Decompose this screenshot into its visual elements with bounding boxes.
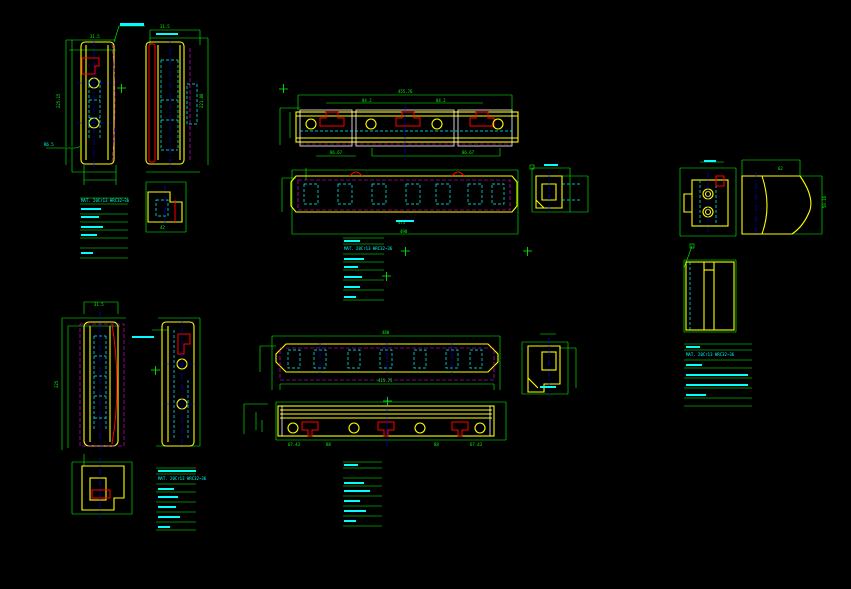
dim-rail-b-offl: 67.43 <box>288 442 301 447</box>
dim-rail-b-pitch1: 88 <box>326 442 331 447</box>
view-tall-bottom-left: 225 31.5 <box>54 301 126 452</box>
dim-rail-b-overall: 480 <box>382 330 390 335</box>
dim-rail-a-overall: 455.76 <box>398 89 413 94</box>
view-rail-b-front: 67.43 67.43 88 88 <box>243 396 507 448</box>
view-block-right-tall <box>683 243 737 333</box>
dim-rail-b-pitch2: 88 <box>434 442 439 447</box>
view-small-section-bottom <box>71 454 133 518</box>
view-block-right-side: 62 50.16 <box>741 159 827 238</box>
view-tall-top-left-side: 221.88 31.5 <box>145 24 209 173</box>
dim-small-section: 42 <box>160 225 165 230</box>
notes-block-5: MAT. 20Cr13 HRC32~36 <box>684 343 752 407</box>
notes-block-2: MAT. 20Cr13 HRC32~36 <box>343 237 393 301</box>
dim-rail-a-pitch1: 84.2 <box>362 98 372 103</box>
view-rail-b-plan: 415.75 480 <box>259 330 501 390</box>
dim-rail-a-plan-overall: 490 <box>400 229 408 234</box>
dim-block-right-width: 62 <box>778 166 783 171</box>
dim-rail-a-plan-inner: 475 <box>398 220 406 225</box>
dim-rail-a-offl: 86.67 <box>330 150 343 155</box>
view-rail-a-front: 455.76 84.2 84.2 86.67 86.67 <box>279 84 519 160</box>
view-rail-a-plan: 475 490 <box>281 168 532 281</box>
note-material-5: MAT. 20Cr13 HRC32~36 <box>686 352 735 357</box>
note-leader: R6.5 <box>44 142 54 147</box>
view-rail-b-end <box>521 333 577 396</box>
dim-tall-bottom-width: 31.5 <box>94 302 104 307</box>
dim-tall-height: 225.15 <box>56 93 61 108</box>
view-tall-bottom-side <box>132 317 201 450</box>
note-material-3: MAT. 20Cr13 HRC32~36 <box>158 476 207 481</box>
notes-block-3: MAT. 20Cr13 HRC32~36 <box>156 467 207 531</box>
dim-tall-bottom-height: 225 <box>54 380 59 388</box>
dim-rail-a-offr: 86.67 <box>462 150 475 155</box>
note-material-2: MAT. 20Cr13 HRC32~36 <box>344 246 393 251</box>
notes-block-1: MAT. 20Cr13 HRC32~36 <box>80 197 130 259</box>
dim-side-width: 31.5 <box>160 24 170 29</box>
view-block-right-front <box>679 160 737 237</box>
dim-side-height: 221.88 <box>199 93 204 108</box>
dim-rail-a-pitch2: 84.2 <box>436 98 446 103</box>
dim-tall-width: 31.5 <box>90 34 100 39</box>
notes-block-4 <box>343 397 392 527</box>
view-tall-top-left: 225.15 31.5 R6.5 <box>44 23 145 185</box>
dim-rail-b-offr: 67.43 <box>470 442 483 447</box>
dim-rail-b-inner: 415.75 <box>378 378 393 383</box>
dim-block-right-height: 50.16 <box>822 195 827 208</box>
view-rail-a-end <box>529 164 589 213</box>
view-small-section-top: 42 <box>145 181 187 233</box>
note-material-1: MAT. 20Cr13 HRC32~36 <box>81 198 130 203</box>
